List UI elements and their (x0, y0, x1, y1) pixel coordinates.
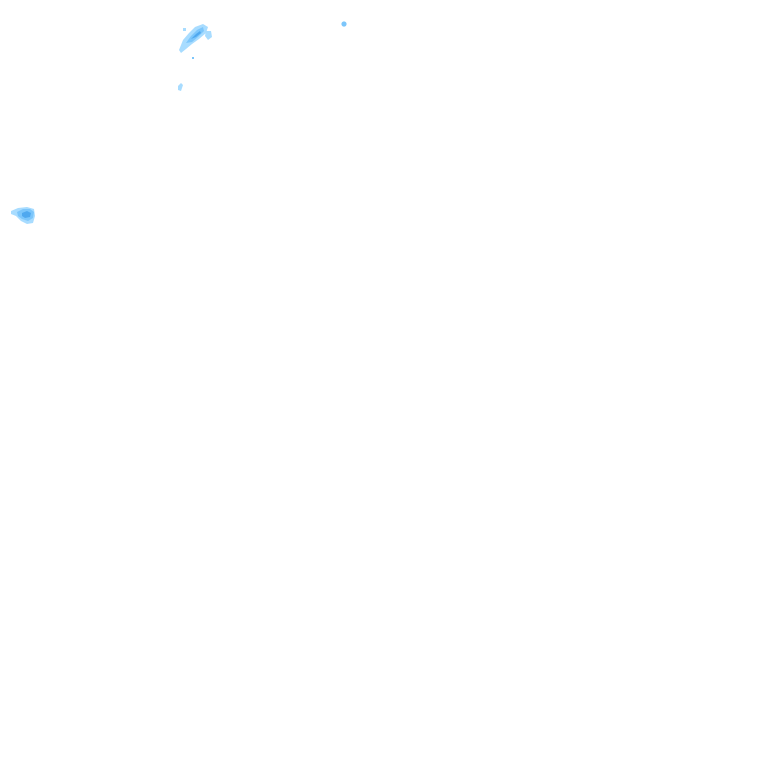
precipitation-cell-east (341, 21, 347, 27)
precipitation-cell-speck (178, 83, 183, 91)
precipitation-cell-west (11, 207, 35, 224)
precipitation-cell-north (179, 24, 212, 59)
